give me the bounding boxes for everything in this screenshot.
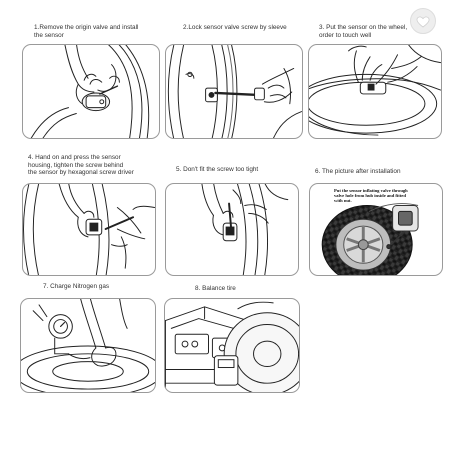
step-4-caption: 4. Hand on and press the sensor housing,… [28, 154, 134, 177]
step-3-caption: 3. Put the sensor on the wheel, order to… [319, 24, 408, 39]
step-7-illustration [20, 298, 156, 393]
heart-icon [416, 16, 430, 28]
step-2-caption: 2.Lock sensor valve screw by sleeve [183, 24, 287, 31]
step-3-illustration [308, 44, 442, 139]
step-5-caption: 5. Don't fit the screw too tight [176, 166, 259, 173]
favorite-button[interactable] [410, 8, 436, 34]
step-8-caption: 8. Balance tire [195, 285, 236, 292]
step-6-illustration: Put the sensor inflating valve through v… [309, 183, 443, 276]
step-1-illustration [22, 44, 160, 139]
step-8-illustration [164, 298, 300, 393]
step-6-caption: 6. The picture after installation [315, 168, 401, 175]
step-5-illustration [165, 183, 299, 276]
step-1-caption: 1.Remove the origin valve and install th… [34, 24, 139, 39]
installation-note: Put the sensor inflating valve through v… [334, 188, 408, 204]
step-4-illustration [22, 183, 156, 276]
step-7-caption: 7. Charge Nitrogen gas [43, 283, 110, 290]
step-2-illustration [165, 44, 303, 139]
